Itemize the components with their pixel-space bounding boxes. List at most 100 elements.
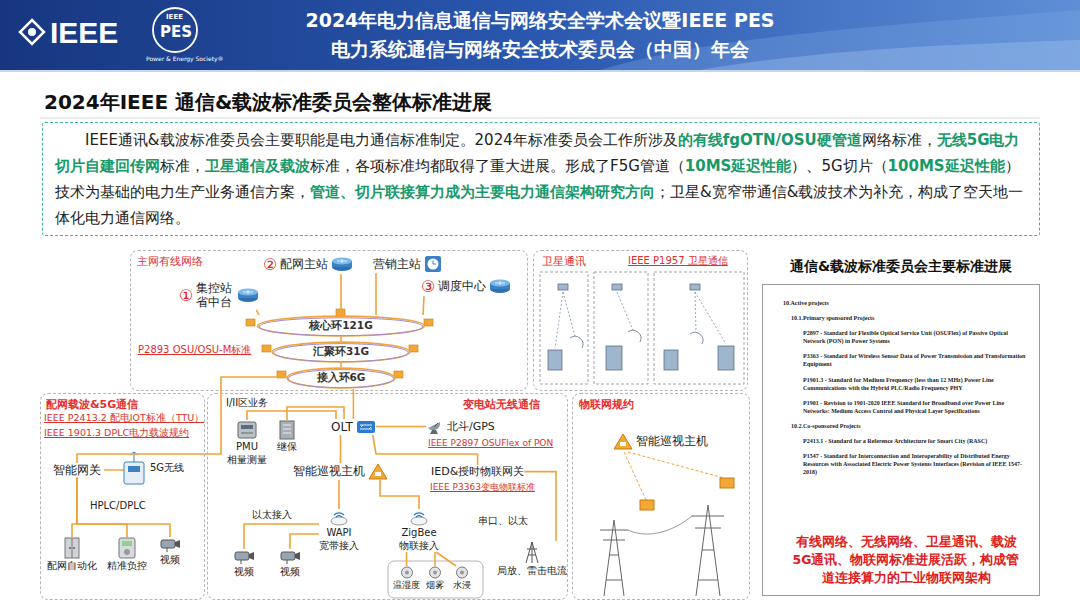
link-line [340,274,342,315]
graphic-part [117,537,137,559]
graphic-part [430,430,438,434]
free-label: 5G无线 [150,461,174,475]
node-label: 水浸 [453,580,471,590]
device-node: 视频 [279,549,301,578]
graphic-part [331,517,347,525]
graphic-part [237,288,259,303]
standard-item: 10.Active projects [783,299,1029,307]
graphic-part [357,421,375,433]
free-label: 以太接入 [252,508,292,522]
free-label: 2024年电力信息通信与网络安全学术会议暨IEEE PES [260,8,820,34]
graphic-part [695,292,696,332]
region-panel: 配网载波&5G通信智能网关配网自动化精准负控视频 [40,393,205,600]
device-node: 智能网关 [53,463,101,477]
graphic-part [455,566,469,579]
graphic-part [401,567,412,578]
sw-icon [356,419,376,435]
ring-network: 接入环6G [286,367,396,389]
panel-heading: 物联网规约 [579,397,634,412]
free-label: IEEE [166,13,183,21]
node-label: 智能巡视主机 [636,434,708,448]
graphic-part [628,516,692,534]
intro-text: 标准，各项标准均都取得了重大进展。形成了F5G管道（ [310,157,685,175]
device-node: 局放、雷击电流 [497,541,567,577]
free-label: P2893 OSU/OSU-M标准 [138,343,251,357]
graphic-part [424,255,442,273]
link-line [423,296,424,315]
graphic-part [283,425,291,433]
graphic-part [272,342,409,362]
graphic-part [428,566,442,579]
cam-icon [159,537,181,553]
region-panel: 主网有线网络①集控站 省中台②配网主站营销主站③调度中心核心环121G汇聚环31… [130,250,528,391]
graphic-part [548,350,562,370]
free-label: I/II区业务 [226,396,268,410]
free-label: IEEE P3363变电物联标准 [430,481,535,494]
power-pylons [600,452,734,596]
graphic-part [0,0,1080,70]
link-line [340,337,342,341]
graphic-part [409,345,418,352]
node-label: 智能网关 [53,463,101,477]
graphic-part [620,442,626,446]
graphic-part [175,540,180,548]
graphic-part [490,280,510,287]
device-node: PMU相量测量 [227,420,267,466]
graphic-part [243,290,253,294]
node-label: 配网主站 [280,257,328,271]
link-line [375,273,377,315]
panel-heading: 主网有线网络 [137,254,203,269]
sen-icon [455,566,469,579]
graphic-part [654,272,744,384]
intro-text: 100MS延迟性能 [888,157,1005,175]
graphic-part [526,542,538,563]
callout-number: ① [179,286,193,305]
graphic-part [718,346,734,370]
graphic-part [489,279,511,294]
link-line [287,407,344,420]
device-node: 视频 [233,549,255,578]
node-label: 视频 [280,566,300,578]
graphic-part [617,292,633,330]
graphic-part [624,452,724,500]
graphic-part [328,509,350,526]
router-icon [331,257,353,272]
free-label: IEEE P2897 OSUFlex of PON [428,438,553,448]
device-node: 精准负控 [107,537,147,572]
graphic-part [104,469,124,470]
graphic-part [258,316,425,336]
ring-label: 核心环121G [309,319,373,333]
graphic-part [495,281,505,285]
cam-icon [233,549,255,565]
callout-number: ② [263,255,277,274]
graphic-part [613,433,633,450]
node-label: OLT [331,420,353,434]
graphic-part [122,541,132,546]
relay-icon [279,420,295,440]
graphic-part [428,422,440,430]
standards-panel: 通信&载波标准委员会主要标准进展10.Active projects10.1.P… [762,258,1040,596]
graphic-part [369,464,387,479]
link-line [244,524,319,549]
link-line [247,411,336,420]
node-label: 宽带接入 [319,540,359,552]
device-node: 烟雾 [426,566,444,590]
node-label: 北斗/GPS [447,420,495,433]
standard-item: P1547 - Standard for Interconnection and… [803,452,1029,476]
graphic-part [238,422,256,438]
graphic-part [124,549,130,555]
node-label: IED&授时物联网关 [431,465,524,478]
graphic-part [287,560,288,564]
ap-icon [408,509,430,526]
graphic-part [570,330,703,348]
graphic-part [295,552,300,560]
node-label: 相量测量 [227,454,267,466]
link-line [77,477,170,537]
ring-network: 汇聚环31G [271,341,411,363]
link-line [436,552,456,566]
graphic-part [570,336,583,348]
region-panel: 变电站无线通信PMU相量测量继保OLT北斗/GPS智能巡视主机IED&授时物联网… [207,393,568,600]
graphic-part [408,509,430,526]
node-label: 智能巡视主机 [293,464,365,478]
graphic-part [614,434,632,449]
